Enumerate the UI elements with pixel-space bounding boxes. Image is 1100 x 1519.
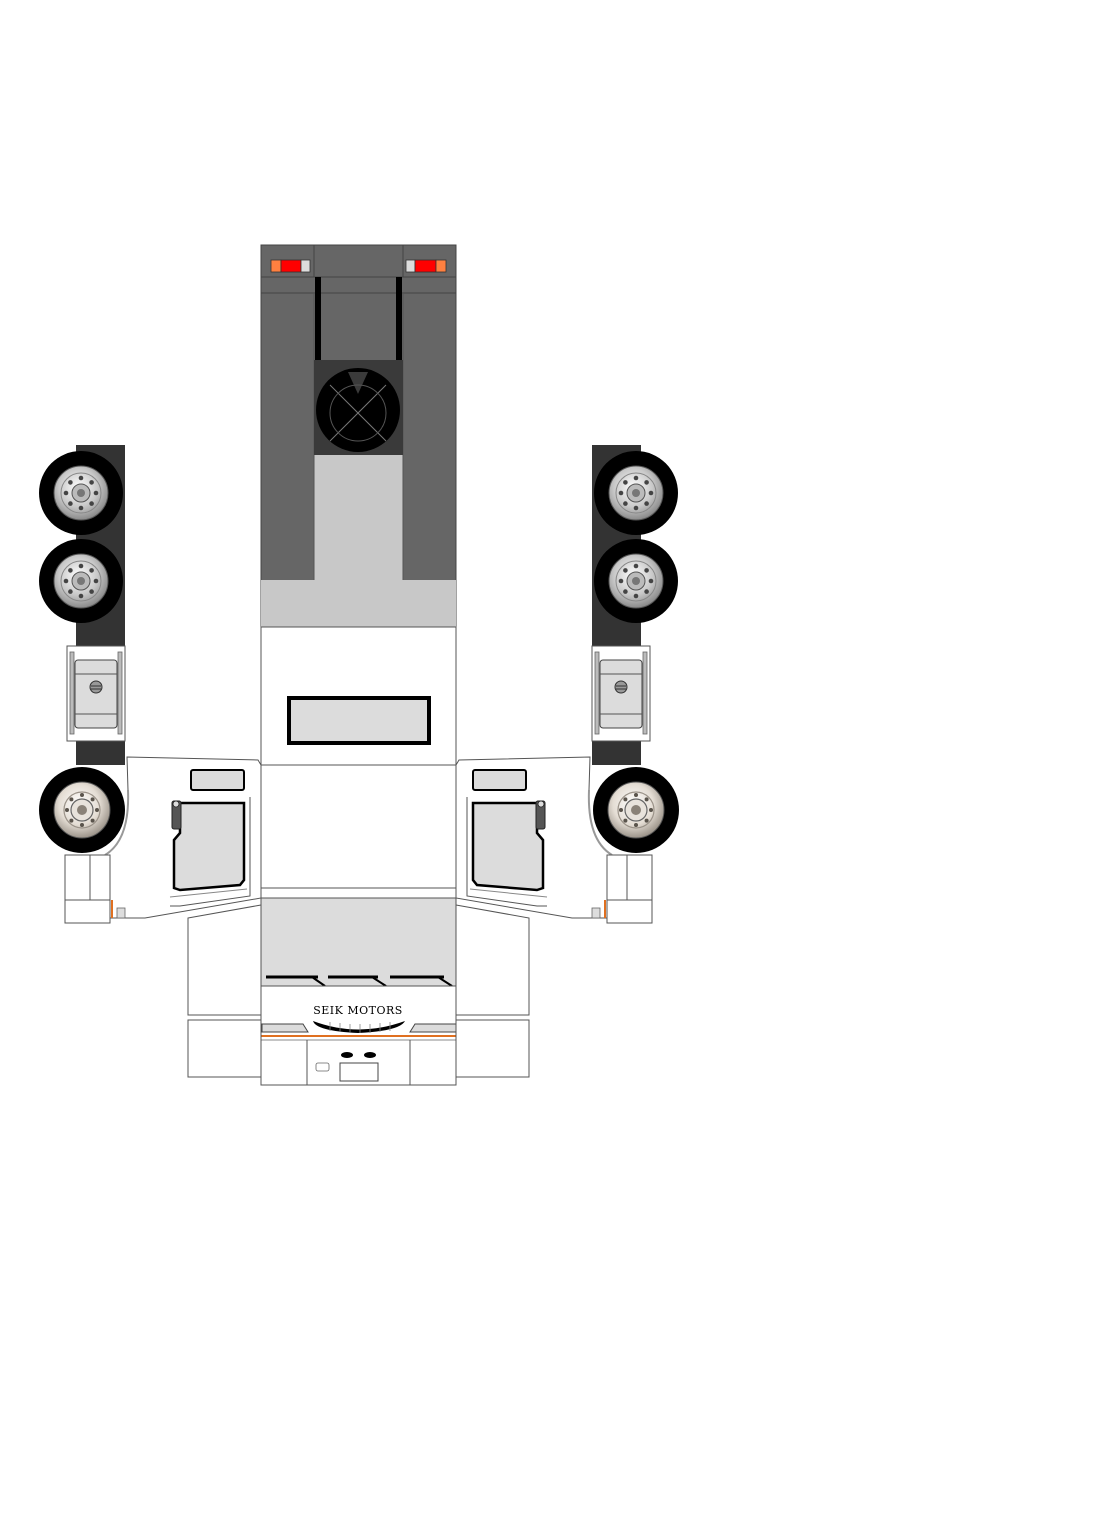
tail-light-left [270, 259, 311, 273]
wheel-rear-left-2 [38, 538, 124, 624]
wheel-rear-right-2 [593, 538, 679, 624]
hood-panel [260, 626, 457, 899]
wheel-rear-left-1 [38, 450, 124, 536]
fifth-wheel-coupling-icon [314, 360, 403, 455]
grille-side-flaps [187, 904, 530, 1078]
front-grille-panel: SEIK MOTORS [260, 985, 457, 1086]
fuel-tank-left [66, 645, 126, 742]
wheel-front-left [38, 766, 126, 854]
windshield-panel [260, 897, 457, 987]
wheel-front-right [592, 766, 680, 854]
chassis-top-panel [260, 244, 457, 628]
wheel-rear-right-1 [593, 450, 679, 536]
side-mirror-icon [171, 800, 182, 830]
grille-brand-text: SEIK MOTORS [313, 1004, 403, 1017]
tail-light-right [405, 259, 447, 273]
